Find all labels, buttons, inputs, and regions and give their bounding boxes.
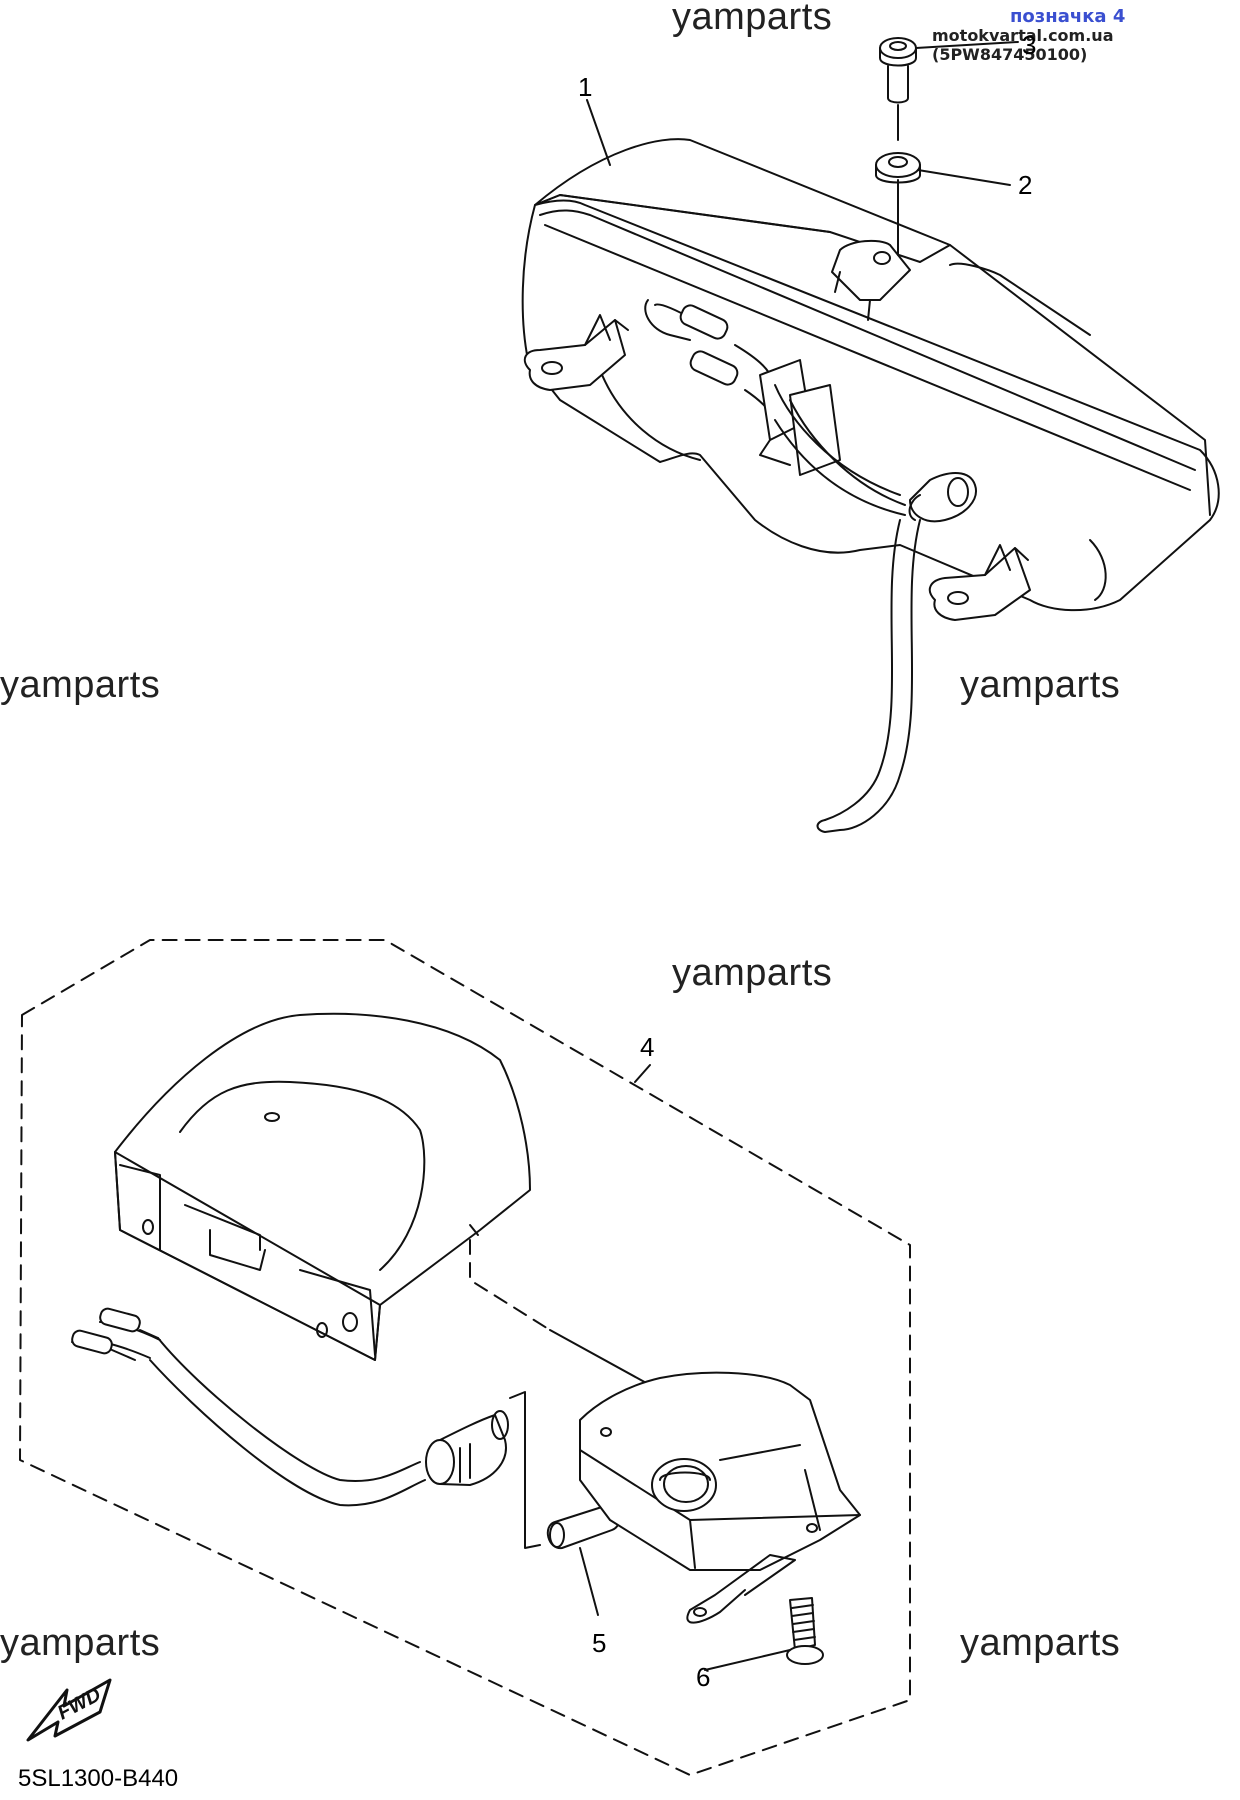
assembly-line-socket-bulb — [509, 1391, 541, 1549]
leader-line-3 — [915, 41, 1019, 49]
assembly-line-housing — [469, 1239, 551, 1331]
callout-3: 3 — [1022, 30, 1037, 60]
license-light-wiring — [71, 1307, 426, 1507]
leader-line-6 — [704, 1649, 791, 1671]
kit-boundary-dashed — [19, 939, 911, 1776]
mounting-tab-right — [928, 544, 1031, 621]
watermark-left-lower: yamparts — [0, 1622, 161, 1664]
leader-line-5 — [579, 1547, 599, 1616]
callout-2: 2 — [1018, 170, 1033, 200]
diagram-code: 5SL1300-B440 — [18, 1765, 179, 1792]
cable-upper — [816, 519, 921, 833]
screw-lower — [786, 1597, 824, 1665]
license-light-housing — [114, 1012, 531, 1361]
watermark-top: yamparts — [672, 0, 833, 38]
tail-light-housing — [521, 138, 1220, 612]
leader-line-4 — [634, 1064, 651, 1083]
source-site-label: motokvartal.com.ua (5PW847450100) — [932, 26, 1114, 64]
leader-line-1 — [586, 99, 611, 166]
mounting-boss-top — [831, 239, 911, 321]
lamp-base-bracket — [579, 1371, 861, 1624]
screw-top — [879, 37, 917, 104]
fwd-arrow-icon: FWD — [26, 1678, 112, 1742]
leader-line-2 — [917, 169, 1011, 186]
annotation-note: позначка 4 — [1010, 6, 1126, 27]
wiring-harness-upper — [644, 299, 977, 523]
callout-5: 5 — [592, 1628, 607, 1658]
bulb-socket — [425, 1410, 509, 1486]
mounting-tab-left — [523, 314, 629, 391]
washer — [875, 152, 921, 184]
watermark-middle: yamparts — [672, 952, 833, 994]
callout-1: 1 — [578, 72, 593, 102]
assembly-line-housing-socket — [549, 1329, 651, 1386]
watermark-left-upper: yamparts — [0, 664, 161, 706]
watermark-right-lower: yamparts — [960, 1622, 1121, 1664]
callout-4: 4 — [640, 1032, 655, 1062]
watermark-right-upper: yamparts — [960, 664, 1121, 706]
